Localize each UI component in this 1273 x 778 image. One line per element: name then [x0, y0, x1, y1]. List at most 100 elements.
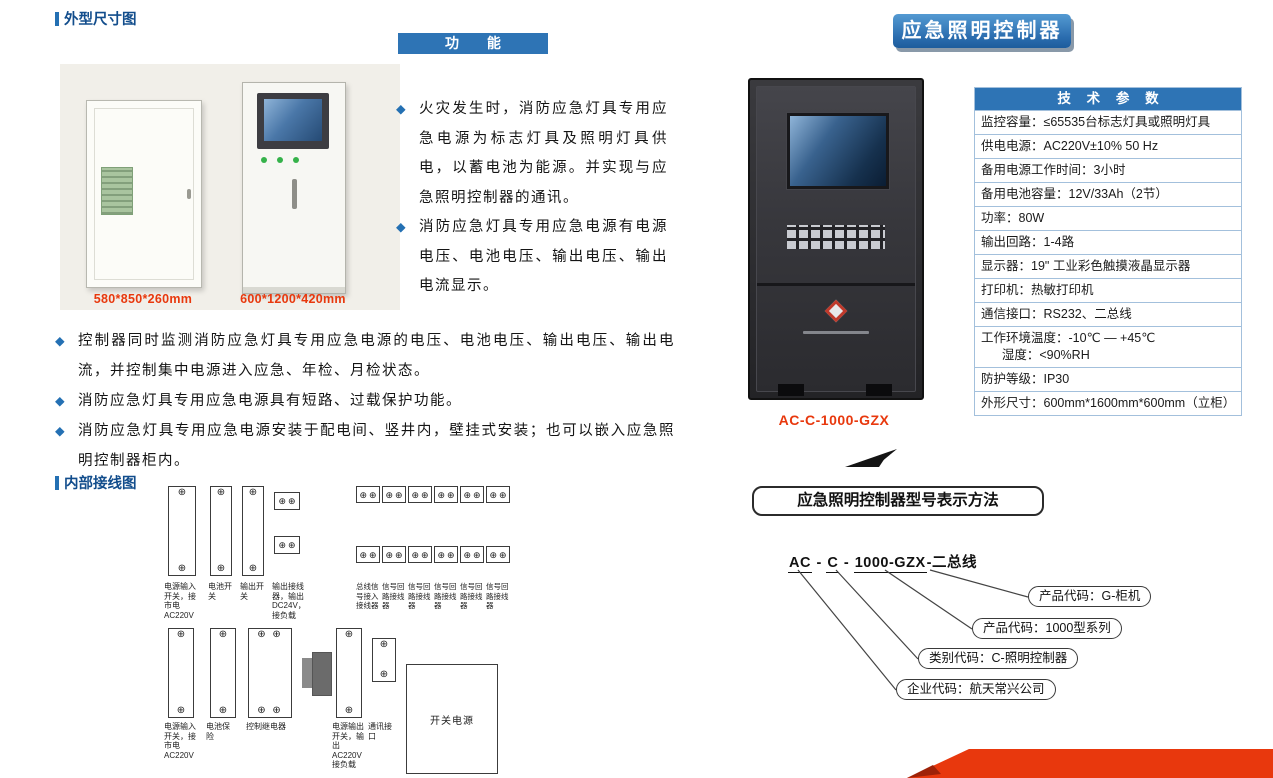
terminal-block [168, 628, 194, 718]
section-title-internal-wiring: 内部接线图 [55, 472, 137, 493]
wiring-label: 信号回路接线器 [408, 582, 431, 610]
leader-lines [797, 569, 1029, 691]
terminal-block [486, 486, 510, 503]
wall-cabinet-lcd [101, 167, 133, 215]
tech-param-row: 打印机：热敏打印机 [975, 278, 1241, 302]
tech-param-row: 备用电源工作时间：3小时 [975, 158, 1241, 182]
indicator-leds [261, 157, 299, 163]
terminal-block [242, 486, 264, 576]
terminal-block [210, 486, 232, 576]
terminal-block [460, 486, 484, 503]
tech-param-row: 输出回路：1-4路 [975, 230, 1241, 254]
cabinet-logo [824, 299, 848, 323]
section-title-outline-dimensions: 外型尺寸图 [55, 8, 137, 29]
led-icon [277, 157, 283, 163]
terminal-block [408, 546, 432, 563]
cabinet-logo-text [803, 331, 869, 334]
cabinet-foot-left [778, 384, 804, 396]
terminal-block [168, 486, 196, 576]
model-pill: 类别代码：C-照明控制器 [918, 648, 1079, 669]
floor-cabinet-bezel [257, 93, 329, 149]
wiring-label: 电池开关 [208, 582, 232, 601]
product-model-label: AC-C-1000-GZX [778, 412, 890, 428]
wiring-label: 信号回路接线器 [460, 582, 483, 610]
arrow-icon [845, 449, 897, 467]
connector-shape [302, 658, 312, 688]
wiring-label: 信号回路接线器 [382, 582, 405, 610]
tech-params-header: 技 术 参 数 [975, 88, 1241, 110]
wiring-label: 信号回路接线器 [434, 582, 457, 610]
dimension-label-large: 600*1200*420mm [240, 292, 346, 306]
terminal-block [434, 546, 458, 563]
dimension-photo-panel: 580*850*260mm 600*1200*420mm [60, 64, 400, 310]
floor-cabinet-handle [292, 179, 297, 209]
terminal-block [356, 486, 380, 503]
model-pill: 产品代码：1000型系列 [972, 618, 1122, 639]
tech-param-row: 通信接口：RS232、二总线 [975, 302, 1241, 326]
controller-cabinet-image [748, 78, 924, 400]
wall-cabinet-image [86, 100, 202, 288]
wiring-label: 输出接线器，输出DC24V，接负载 [272, 582, 306, 620]
model-pill: 产品代码：G-柜机 [1028, 586, 1152, 607]
tech-param-row: 防护等级：IP30 [975, 367, 1241, 391]
terminal-block [248, 628, 292, 718]
tech-param-row: 功率：80W [975, 206, 1241, 230]
terminal-block [382, 546, 406, 563]
model-separator: - [811, 555, 827, 571]
feature-bullet-list: 控制器同时监测消防应急灯具专用应急电源的电压、电池电压、输出电压、输出电流，并控… [55, 326, 675, 476]
model-pill: 企业代码：航天常兴公司 [896, 679, 1056, 700]
function-section-header: 功 能 [398, 33, 548, 54]
floor-cabinet-base [243, 287, 345, 293]
terminal-block [372, 638, 396, 682]
page-title-badge: 应急照明控制器 [893, 14, 1071, 48]
model-part: 1000-GZX [853, 555, 927, 573]
wiring-label: 输出开关 [240, 582, 264, 601]
terminal-block [460, 546, 484, 563]
tech-param-row: 显示器：19" 工业彩色触摸液晶显示器 [975, 254, 1241, 278]
cabinet-front-panel [756, 86, 916, 392]
cabinet-screen [787, 113, 889, 189]
floor-cabinet-screen [264, 99, 322, 141]
tech-param-row: 备用电池容量：12V/33Ah（2节） [975, 182, 1241, 206]
tech-params-table: 技 术 参 数 监控容量：≤65535台标志灯具或照明灯具 供电电源：AC220… [974, 87, 1242, 416]
terminal-block [434, 486, 458, 503]
model-part: AC [788, 555, 812, 573]
wiring-label: 通讯接口 [368, 722, 392, 741]
floor-cabinet-image [242, 82, 346, 294]
model-separator: - [839, 555, 854, 571]
model-method-title-box: 应急照明控制器型号表示方法 [752, 486, 1044, 516]
feature-bullet: 消防应急灯具专用应急电源安装于配电间、竖井内，壁挂式安装；也可以嵌入应急照明控制… [55, 416, 675, 476]
terminal-block [274, 536, 300, 554]
led-icon [261, 157, 267, 163]
terminal-block [336, 628, 362, 718]
feature-bullet: 控制器同时监测消防应急灯具专用应急电源的电压、电池电压、输出电压、输出电流，并控… [55, 326, 675, 386]
switch-power-box: 开关电源 [406, 664, 498, 774]
tech-param-row: 外形尺寸：600mm*1600mm*600mm（立柜） [975, 391, 1241, 415]
terminal-block [210, 628, 236, 718]
model-suffix: -二总线 [926, 555, 977, 571]
wiring-label: 电源输入开关，接市电AC220V [164, 582, 196, 620]
wiring-label: 总线信号接入接线器 [356, 582, 379, 610]
terminal-block [408, 486, 432, 503]
cabinet-keypad [787, 225, 885, 249]
led-icon [293, 157, 299, 163]
wiring-label: 电池保险 [206, 722, 230, 741]
model-code-line: AC - C - 1000-GZX-二总线 [788, 551, 977, 573]
wiring-label: 信号回路接线器 [486, 582, 509, 610]
terminal-block [486, 546, 510, 563]
tech-param-row: 监控容量：≤65535台标志灯具或照明灯具 [975, 110, 1241, 134]
model-part: C [826, 555, 840, 573]
function-bullet: 消防应急灯具专用应急电源有电源电压、电池电压、输出电压、输出电流显示。 [396, 213, 668, 302]
wall-cabinet-lock [187, 189, 191, 199]
wiring-label: 电源输出开关，输出AC220V接负载 [332, 722, 364, 769]
function-bullet: 火灾发生时，消防应急灯具专用应急电源为标志灯具及照明灯具供电，以蓄电池为能源。并… [396, 95, 668, 213]
red-ribbon [907, 749, 1273, 778]
terminal-block [274, 492, 300, 510]
dimension-label-small: 580*850*260mm [93, 292, 193, 306]
feature-bullet: 消防应急灯具专用应急电源具有短路、过载保护功能。 [55, 386, 675, 416]
cabinet-foot-right [866, 384, 892, 396]
connector-body [312, 652, 332, 696]
function-bullet-list: 火灾发生时，消防应急灯具专用应急电源为标志灯具及照明灯具供电，以蓄电池为能源。并… [396, 95, 668, 302]
wall-cabinet-door [94, 108, 194, 280]
